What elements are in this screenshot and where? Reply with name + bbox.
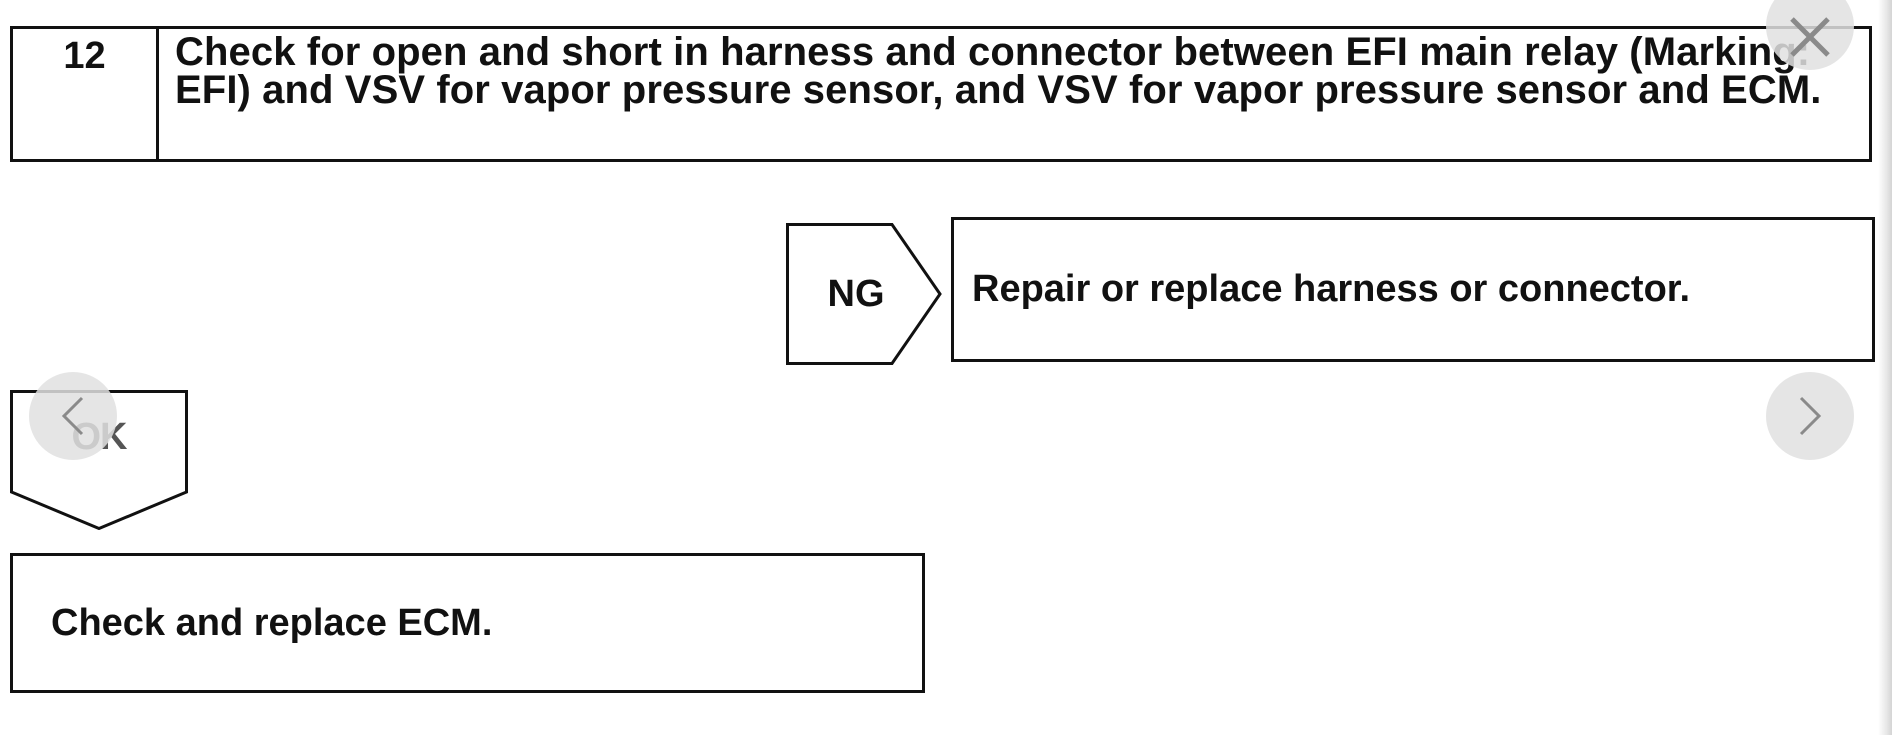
chevron-left-icon bbox=[61, 396, 84, 436]
previous-button[interactable] bbox=[29, 372, 117, 460]
step-header-box: 12 Check for open and short in harness a… bbox=[10, 26, 1872, 162]
viewer-edge-shadow bbox=[1878, 0, 1892, 735]
next-button[interactable] bbox=[1766, 372, 1854, 460]
close-button[interactable] bbox=[1766, 0, 1854, 70]
chevron-right-icon bbox=[1799, 396, 1822, 436]
ng-label: NG bbox=[827, 272, 885, 315]
ng-arrow-flag bbox=[786, 223, 942, 365]
ok-action-box: Check and replace ECM. bbox=[10, 553, 925, 693]
close-icon bbox=[1790, 17, 1830, 57]
step-number: 12 bbox=[13, 29, 159, 159]
ng-action-text: Repair or replace harness or connector. bbox=[972, 268, 1691, 310]
ok-action-text: Check and replace ECM. bbox=[51, 601, 493, 644]
ng-action-box: Repair or replace harness or connector. bbox=[951, 217, 1875, 362]
step-title: Check for open and short in harness and … bbox=[175, 30, 1822, 112]
